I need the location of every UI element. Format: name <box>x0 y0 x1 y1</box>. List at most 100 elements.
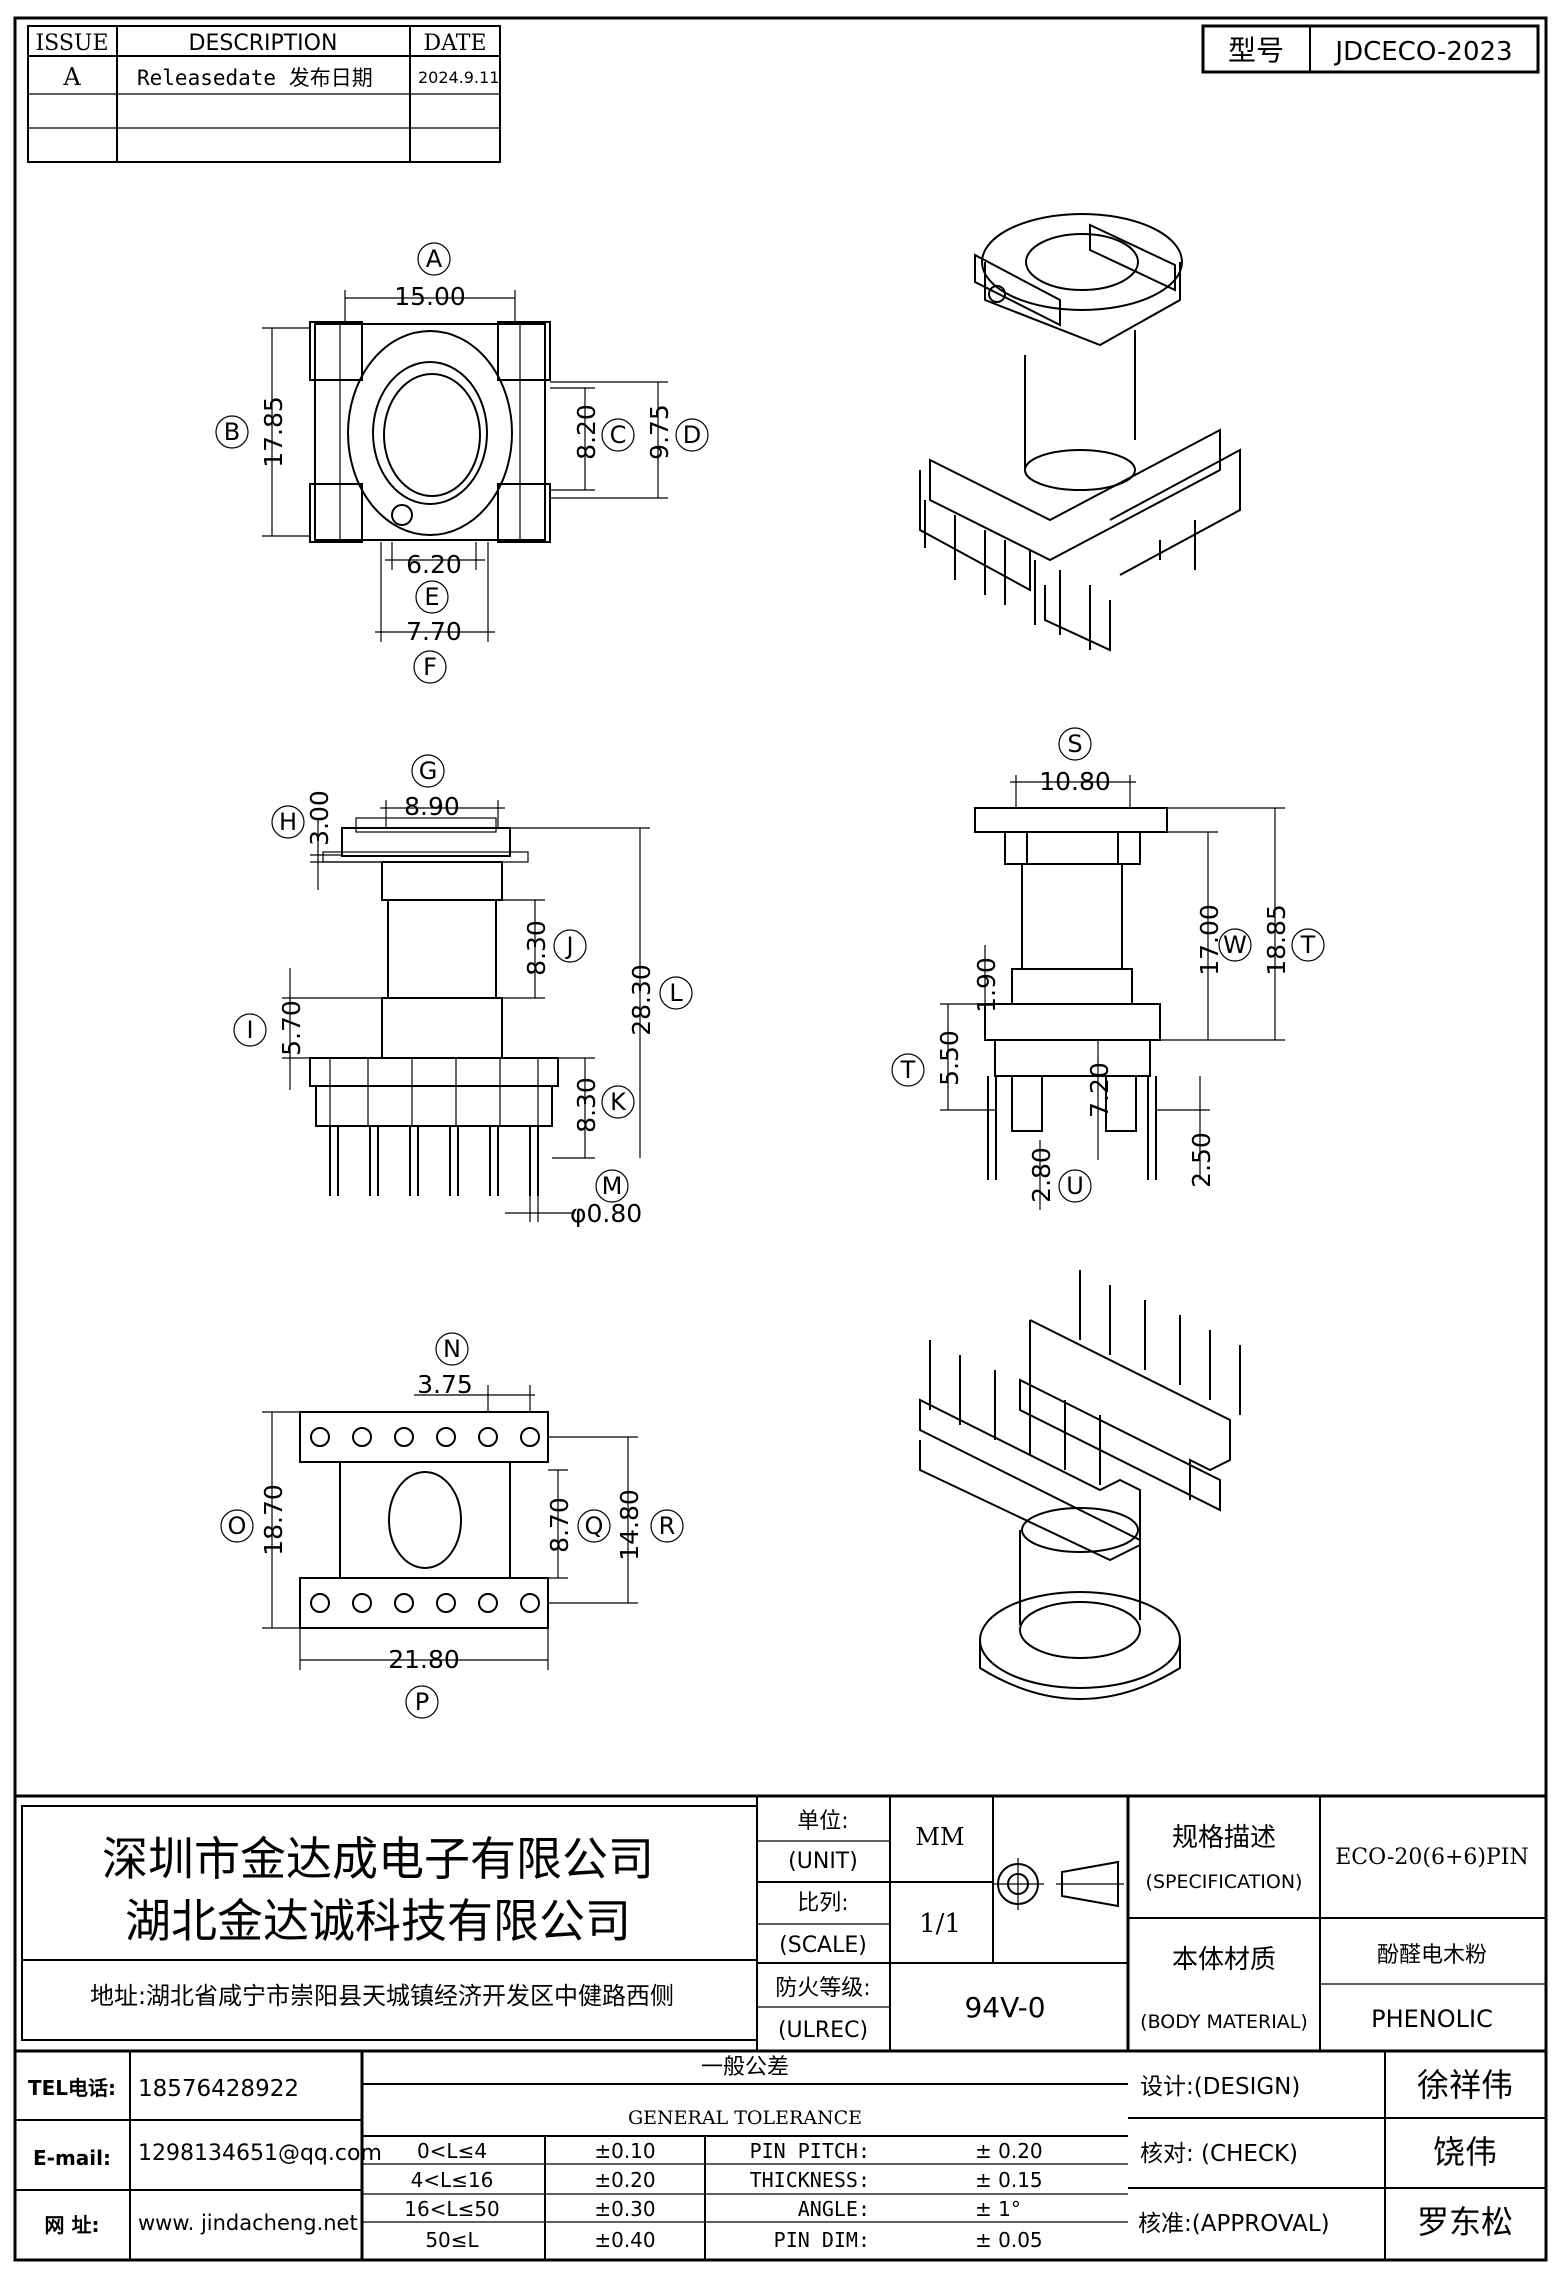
title-block: 深圳市金达成电子有限公司 湖北金达诚科技有限公司 地址:湖北省咸宁市崇阳县天城镇… <box>15 1794 1546 2260</box>
dim-L: 28.30 <box>627 964 656 1036</box>
dim-C: 8.20 <box>572 404 601 460</box>
dim-J: 8.30 <box>522 920 551 976</box>
dim-V: 17.00 <box>1195 904 1224 976</box>
material-value-cn: 酚醛电木粉 <box>1377 1943 1487 1968</box>
model-box: 型号 JDCECO-2023 <box>1201 24 1540 74</box>
callout-C: C <box>610 421 627 449</box>
approval-label: 核准:(APPROVAL) <box>1138 2211 1330 2237</box>
dim-O: 18.70 <box>259 1484 288 1556</box>
tol-item: ANGLE: <box>798 2197 870 2221</box>
dim-G: 8.90 <box>404 792 460 821</box>
tolerance-rows: 0<L≤4 ±0.10 PIN PITCH: ± 0.20 4<L≤16 ±0.… <box>404 2139 1042 2252</box>
design-name: 徐祥伟 <box>1417 2066 1513 2104</box>
dim-F: 7.70 <box>406 617 462 646</box>
dim-U: 2.80 <box>1027 1147 1056 1203</box>
tol-value: ±0.20 <box>594 2168 655 2192</box>
dim-S: 10.80 <box>1039 767 1111 796</box>
revision-table: ISSUE DESCRIPTION DATE A Releasedate 发布日… <box>27 25 501 163</box>
callout-B: B <box>224 418 240 446</box>
rev-row-date: 2024.9.11 <box>418 68 499 87</box>
dim-A: 15.00 <box>394 282 466 311</box>
dim-H: 3.00 <box>305 790 334 846</box>
tol-value: ±0.30 <box>594 2197 655 2221</box>
tol-item-value: ± 0.20 <box>975 2139 1043 2163</box>
dim-W: 18.85 <box>1262 904 1291 976</box>
callout-N: N <box>443 1335 461 1363</box>
callout-U: U <box>1066 1172 1084 1200</box>
callout-G: G <box>419 757 438 785</box>
email-label: E-mail: <box>33 2146 111 2170</box>
tol-item-value: ± 0.05 <box>975 2228 1043 2252</box>
check-label: 核对: (CHECK) <box>1140 2141 1298 2167</box>
dim-side-2-50: 2.50 <box>1187 1132 1216 1188</box>
callout-D: D <box>683 421 701 449</box>
tol-item-value: ± 1° <box>975 2197 1021 2221</box>
rev-header-date: DATE <box>423 31 486 56</box>
tol-range: 0<L≤4 <box>417 2139 487 2163</box>
tol-value: ±0.10 <box>594 2139 655 2163</box>
ulrec-label-en: (ULREC) <box>778 2018 868 2043</box>
rev-row-issue: A <box>62 63 81 91</box>
dim-I: 5.70 <box>277 1000 306 1056</box>
dim-side-7-20: 7.20 <box>1085 1062 1114 1118</box>
tolerance-label-cn: 一般公差 <box>701 2055 789 2080</box>
callout-M: M <box>602 1172 623 1200</box>
scale-label-cn: 比列: <box>797 1891 848 1916</box>
top-view: 15.00 A 17.85 B 8.20 C 9.75 D 6.20 E 7.7… <box>215 242 709 684</box>
tol-range: 50≤L <box>425 2228 479 2252</box>
dim-R: 14.80 <box>615 1489 644 1561</box>
dim-Q: 8.70 <box>545 1497 574 1553</box>
tol-item: PIN PITCH: <box>750 2139 870 2163</box>
dim-K: 8.30 <box>572 1077 601 1133</box>
tel-label: TEL电话: <box>28 2076 116 2100</box>
dim-M: φ0.80 <box>570 1199 642 1228</box>
isometric-view-2 <box>919 1270 1241 1700</box>
material-label-en: (BODY MATERIAL) <box>1140 2011 1308 2033</box>
web-label: 网 址: <box>45 2213 100 2237</box>
bottom-pins-bottom-row <box>310 1593 540 1613</box>
bottom-pins-top-row <box>310 1427 540 1447</box>
side-view: 10.80 S 17.00 W 18.85 T 1.90 5.50 T 7.20… <box>891 727 1325 1210</box>
bottom-view: 3.75 N 18.70 O 8.70 Q 14.80 R 21.80 P <box>220 1332 684 1719</box>
projection-symbol <box>992 1858 1124 1910</box>
dim-D: 9.75 <box>645 404 674 460</box>
callout-P: P <box>415 1688 429 1716</box>
callout-E: E <box>424 583 439 611</box>
iso2-pins <box>929 1270 1241 1485</box>
tolerance-label-en: GENERAL TOLERANCE <box>628 2107 862 2129</box>
callout-I: I <box>246 1016 253 1044</box>
dim-E: 6.20 <box>406 550 462 579</box>
front-view: 8.90 G 3.00 H 5.70 I 8.30 J 8.30 K 28.30 <box>233 754 693 1228</box>
company-address: 地址:湖北省咸宁市崇阳县天城镇经济开发区中健路西侧 <box>90 1982 674 2010</box>
rev-row-description: Releasedate 发布日期 <box>137 66 373 90</box>
tel-value: 18576428922 <box>138 2076 299 2102</box>
dim-N: 3.75 <box>417 1370 473 1399</box>
callout-A: A <box>426 245 443 273</box>
tol-range: 16<L≤50 <box>404 2197 500 2221</box>
callout-J: J <box>564 932 573 960</box>
callout-L: L <box>669 979 683 1007</box>
company-name-1: 深圳市金达成电子有限公司 <box>102 1832 654 1886</box>
sheet-border <box>13 16 1548 2262</box>
callout-W: T <box>1300 931 1316 959</box>
callout-Q: Q <box>585 1512 604 1540</box>
spec-label-en: (SPECIFICATION) <box>1146 1871 1303 1893</box>
unit-value: MM <box>915 1823 964 1851</box>
callout-S: S <box>1067 730 1082 758</box>
spec-label-cn: 规格描述 <box>1172 1823 1276 1853</box>
approval-name: 罗东松 <box>1417 2203 1513 2241</box>
isometric-view-1 <box>919 213 1241 652</box>
ulrec-value: 94V-0 <box>964 1991 1045 2024</box>
tol-item: PIN DIM: <box>774 2228 870 2252</box>
callout-H: H <box>279 808 297 836</box>
ulrec-label-cn: 防火等级: <box>775 1976 870 2001</box>
callout-O: O <box>228 1512 247 1540</box>
rev-header-issue: ISSUE <box>35 31 108 56</box>
material-value-en: PHENOLIC <box>1371 2005 1493 2033</box>
scale-value: 1/1 <box>919 1909 961 1939</box>
scale-label-en: (SCALE) <box>779 1933 867 1958</box>
callout-T: T <box>900 1056 916 1084</box>
unit-label-cn: 单位: <box>797 1809 848 1834</box>
callout-K: K <box>610 1088 627 1116</box>
